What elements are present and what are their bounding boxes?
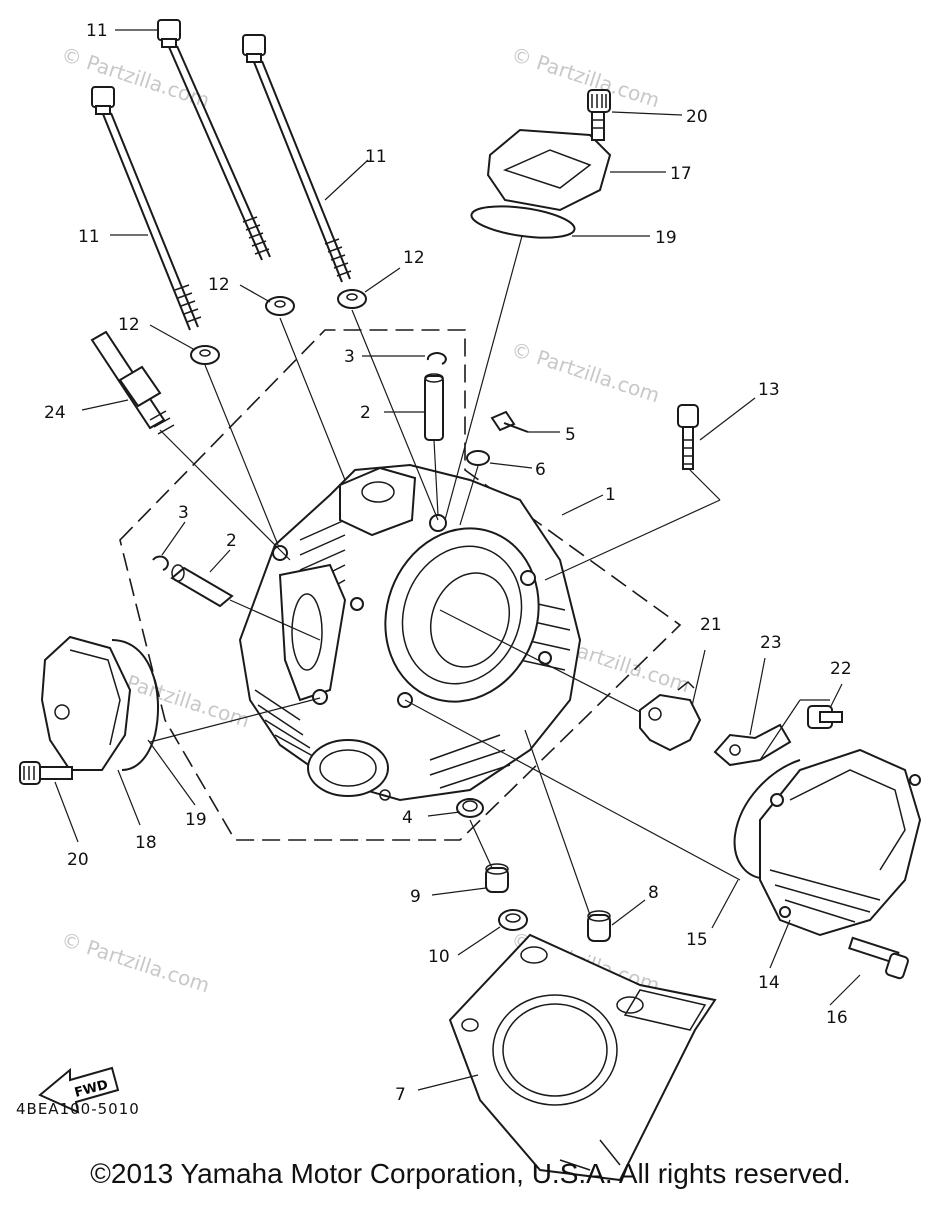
part-label-14: 14 (758, 973, 780, 993)
stud-bolt-right (242, 34, 352, 283)
clip-left (152, 555, 169, 571)
stud-bolt-middle (157, 19, 271, 261)
washer (337, 289, 367, 309)
o-ring-right (733, 759, 801, 879)
part-label-11: 11 (86, 21, 108, 41)
leader-lines (54, 29, 861, 1091)
o-ring-left (111, 639, 159, 771)
stud-bolt-left (91, 86, 202, 331)
spark-plug (90, 330, 175, 435)
part-label-6: 6 (535, 460, 546, 480)
part-label-17: 17 (670, 164, 692, 184)
washer (265, 296, 295, 316)
part-label-5: 5 (565, 425, 576, 445)
tappet-cover-top (486, 128, 612, 212)
part-label-19: 19 (185, 810, 207, 830)
assembly-outline (119, 329, 682, 841)
washer (190, 345, 220, 365)
head-gasket (448, 933, 717, 1182)
clip-upper (426, 352, 447, 365)
dowel-8 (587, 910, 611, 942)
part-label-2: 2 (360, 403, 371, 423)
part-label-12: 12 (118, 315, 140, 335)
part-label-3: 3 (344, 347, 355, 367)
part-label-1: 1 (605, 485, 616, 505)
bolt-16 (848, 936, 909, 980)
tappet-cover-right (759, 748, 922, 937)
diagram-code: 4BEA100-5010 (16, 1100, 140, 1118)
part-label-11: 11 (365, 147, 387, 167)
bracket-21 (639, 680, 702, 752)
watermark: © Partzilla.com (58, 42, 212, 113)
part-label-20: 20 (67, 850, 89, 870)
part-label-19: 19 (655, 228, 677, 248)
part-label-4: 4 (402, 808, 413, 828)
part-label-7: 7 (395, 1085, 406, 1105)
bolt-13 (677, 404, 699, 470)
part-label-15: 15 (686, 930, 708, 950)
copyright-caption: ©2013 Yamaha Motor Corporation, U.S.A. A… (90, 1158, 851, 1189)
part-label-24: 24 (44, 403, 66, 423)
bolt-20-left (19, 761, 73, 785)
dowel-9 (485, 863, 509, 893)
watermark: © Partzilla.com (508, 42, 662, 113)
o-ring-10 (498, 909, 528, 931)
fwd-arrow: FWD (38, 1066, 120, 1114)
part-label-18: 18 (135, 833, 157, 853)
part-label-11: 11 (78, 227, 100, 247)
part-label-16: 16 (826, 1008, 848, 1028)
bolt-22 (807, 705, 843, 729)
part-label-2: 2 (226, 531, 237, 551)
part-label-22: 22 (830, 659, 852, 679)
part-label-10: 10 (428, 947, 450, 967)
watermark: © Partzilla.com (58, 927, 212, 998)
cylinder-head (238, 463, 582, 802)
valve-guide-left (170, 564, 234, 608)
part-label-9: 9 (410, 887, 421, 907)
watermark: © Partzilla.com (508, 337, 662, 408)
bolt-20-top (587, 89, 611, 141)
o-ring-top (470, 205, 576, 239)
tappet-cover-left (40, 635, 132, 771)
part-label-13: 13 (758, 380, 780, 400)
part-label-8: 8 (648, 883, 659, 903)
washer-6 (466, 450, 490, 466)
part-label-21: 21 (700, 615, 722, 635)
part-labels: 11 11 11 12 12 12 3 2 5 6 1 13 24 3 2 20… (44, 21, 852, 1105)
seal-4 (456, 798, 484, 818)
valve-guide-upper (424, 373, 444, 441)
plate-23 (713, 723, 792, 767)
part-label-23: 23 (760, 633, 782, 653)
part-label-12: 12 (403, 248, 425, 268)
part-label-12: 12 (208, 275, 230, 295)
part-label-20: 20 (686, 107, 708, 127)
part-label-3: 3 (178, 503, 189, 523)
bolt-5 (490, 410, 529, 433)
